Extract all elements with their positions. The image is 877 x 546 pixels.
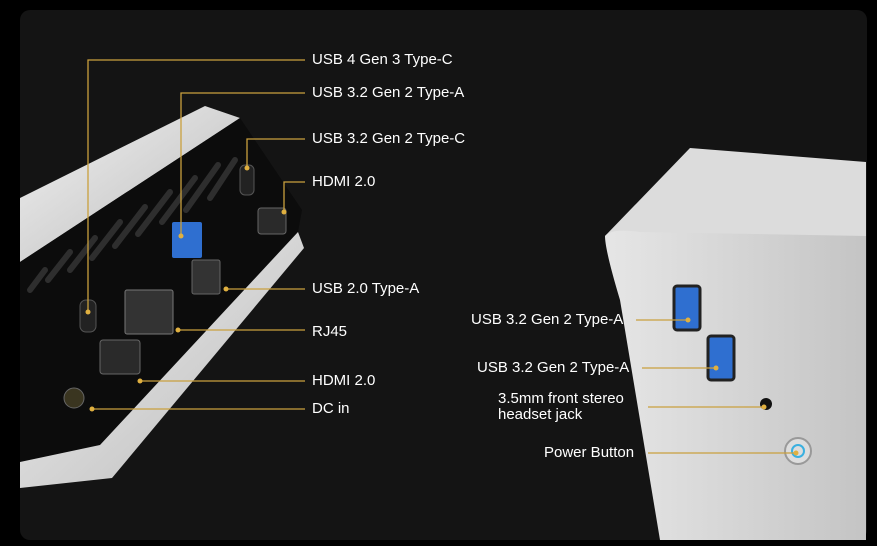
label-usb20-type-a: USB 2.0 Type-A (312, 280, 420, 297)
label-usb4-type-c: USB 4 Gen 3 Type-C (312, 51, 453, 68)
label-headset-jack-line2: headset jack (498, 406, 583, 423)
label-power-button: Power Button (544, 444, 635, 461)
label-headset-jack-line1: 3.5mm front stereo (498, 390, 624, 407)
leader-dots (85, 165, 799, 456)
label-usb32-type-a-rear: USB 3.2 Gen 2 Type-A (312, 84, 465, 101)
leader-lines (87, 59, 796, 454)
front-device (605, 148, 866, 540)
label-dc-in: DC in (312, 400, 350, 417)
label-hdmi-top: HDMI 2.0 (312, 173, 376, 190)
label-hdmi-bottom: HDMI 2.0 (312, 372, 376, 389)
label-front-usb-a-2: USB 3.2 Gen 2 Type-A (477, 359, 630, 376)
label-rj45: RJ45 (312, 323, 348, 340)
rear-device (20, 106, 304, 488)
label-front-usb-a-1: USB 3.2 Gen 2 Type-A (471, 311, 624, 328)
label-usb32-type-c: USB 3.2 Gen 2 Type-C (312, 130, 466, 147)
